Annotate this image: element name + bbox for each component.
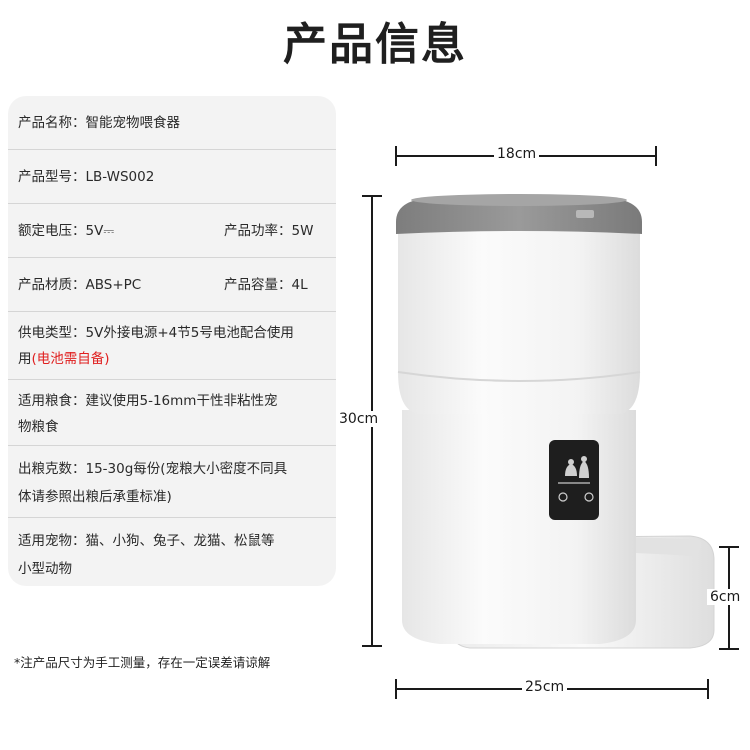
spec-food-line2: 物粮食 (18, 419, 59, 435)
feeder-lid (396, 194, 642, 234)
feed-button-icon (558, 492, 568, 502)
spec-row-name: 产品名称：智能宠物喂食器 (8, 96, 336, 150)
spec-amount-line1: 出粮克数：15-30g每份(宠粮大小密度不同具 (18, 461, 288, 477)
feeder-hopper (397, 228, 641, 414)
spec-row-voltage: 额定电压：5V⎓ 产品功率：5W (8, 204, 336, 258)
spec-supply-line2: 用(电池需自备) (18, 346, 110, 372)
dim-label-bowl-height: 6cm (707, 589, 744, 605)
spec-pets-line2: 小型动物 (18, 561, 72, 577)
spec-supply-line1: 供电类型：5V外接电源+4节5号电池配合使用 (18, 325, 294, 341)
spec-name: 产品名称：智能宠物喂食器 (18, 115, 180, 131)
spec-row-supply: 供电类型：5V外接电源+4节5号电池配合使用 用(电池需自备) (8, 312, 336, 380)
dim-cap (395, 679, 397, 699)
control-panel (549, 440, 599, 520)
dim-cap (719, 546, 739, 548)
spec-row-model: 产品型号：LB-WS002 (8, 150, 336, 204)
spec-voltage: 额定电压：5V⎓ (18, 223, 115, 239)
page-title: 产品信息 (283, 19, 467, 70)
dim-cap (655, 146, 657, 166)
spec-capacity: 产品容量：4L (224, 277, 308, 293)
record-button-icon (584, 492, 594, 502)
spec-food-line1: 适用粮食：建议使用5-16mm干性非粘性宠 (18, 393, 278, 409)
dim-cap (719, 648, 739, 650)
dim-cap (707, 679, 709, 699)
dim-label-height: 30cm (336, 411, 382, 427)
dim-label-top-width: 18cm (494, 146, 540, 162)
pet-logo-icon (565, 456, 589, 478)
spec-panel: 产品名称：智能宠物喂食器 产品型号：LB-WS002 额定电压：5V⎓ 产品功率… (8, 96, 336, 586)
dim-cap (362, 195, 382, 197)
spec-pets-line1: 适用宠物：猫、小狗、兔子、龙猫、松鼠等 (18, 533, 275, 549)
spec-row-pets: 适用宠物：猫、小狗、兔子、龙猫、松鼠等 小型动物 (8, 518, 336, 586)
dim-cap (362, 645, 382, 647)
measurement-footnote: *注产品尺寸为手工测量，存在一定误差请谅解 (14, 655, 271, 670)
spec-material: 产品材质：ABS+PC (18, 277, 142, 293)
spec-amount-line2: 体请参照出粮后承重标准) (18, 489, 172, 505)
dim-label-bottom-width: 25cm (522, 679, 568, 695)
spec-battery-note: (电池需自备) (31, 351, 110, 367)
spec-model: 产品型号：LB-WS002 (18, 169, 155, 185)
spec-power: 产品功率：5W (224, 223, 314, 239)
spec-row-material: 产品材质：ABS+PC 产品容量：4L (8, 258, 336, 312)
spec-supply-prefix: 用 (18, 351, 32, 367)
feeder-lower-body (402, 410, 636, 644)
dim-cap (395, 146, 397, 166)
spec-row-amount: 出粮克数：15-30g每份(宠粮大小密度不同具 体请参照出粮后承重标准) (8, 446, 336, 518)
spec-row-food: 适用粮食：建议使用5-16mm干性非粘性宠 物粮食 (8, 380, 336, 446)
